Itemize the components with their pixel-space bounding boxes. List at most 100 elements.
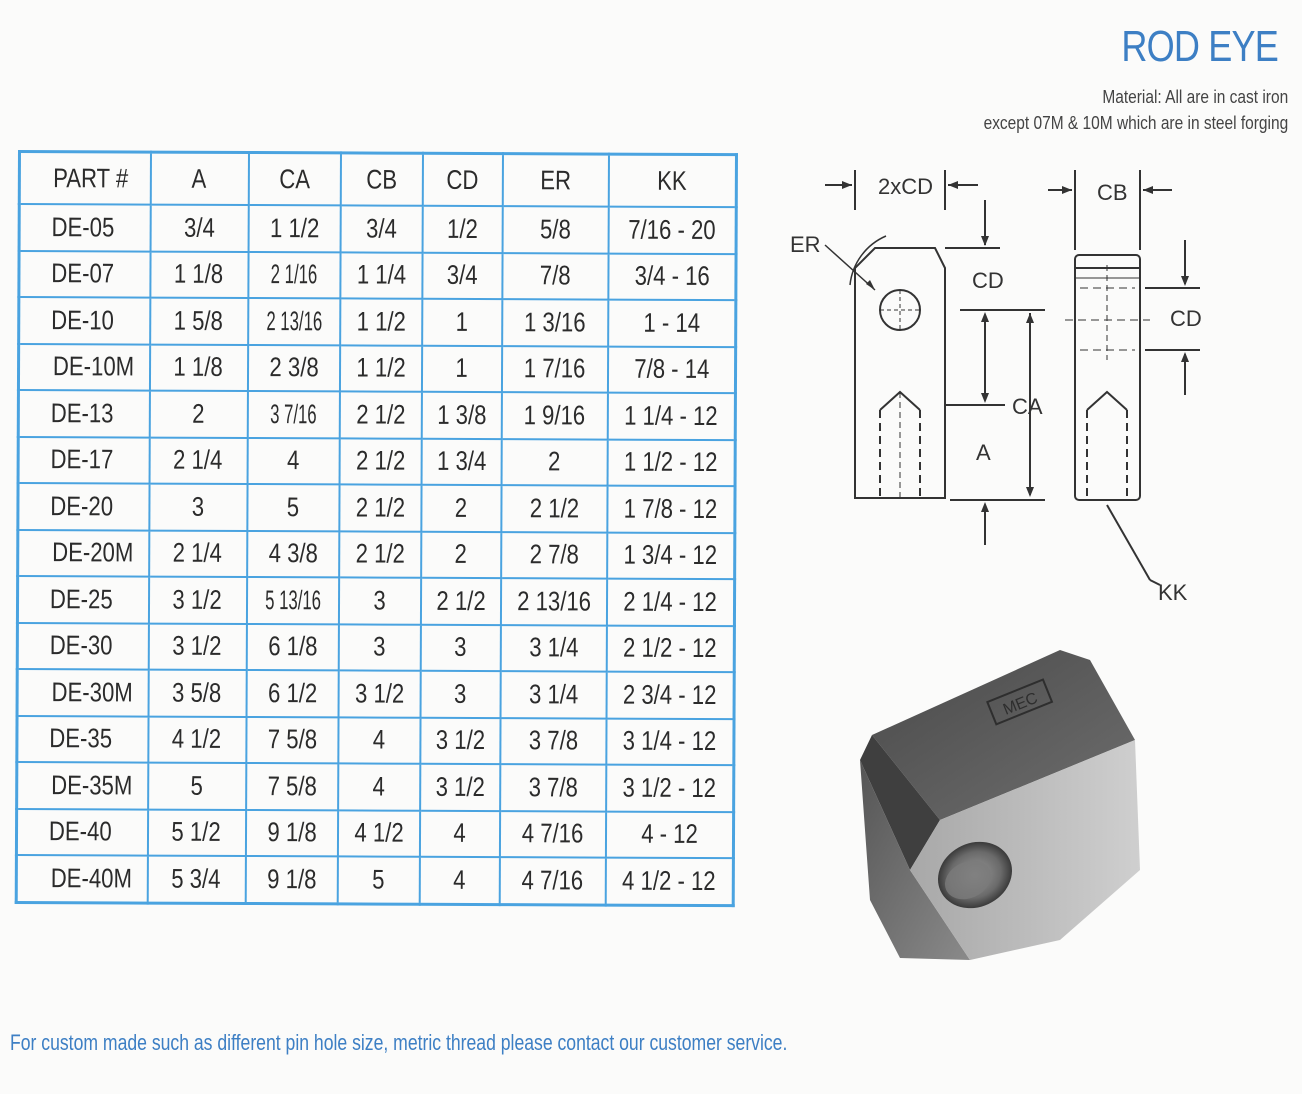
table-cell: 4 (337, 716, 421, 764)
label-cd-right: CD (1170, 306, 1202, 331)
pin-hole-inner (944, 860, 992, 900)
table-cell: 3 (338, 577, 421, 625)
table-cell: 5 (147, 762, 246, 810)
table-cell: 1 1/2 - 12 (607, 439, 736, 487)
table-cell: 3 (338, 623, 421, 671)
table-cell: 1 3/16 (501, 299, 608, 347)
table-cell: 9 1/8 (245, 809, 338, 857)
table-cell: DE-13 (18, 390, 150, 438)
table-cell: 1 3/4 - 12 (606, 532, 735, 580)
table-cell: 3 7/16 (247, 391, 340, 438)
table-cell: 3 1/2 (419, 763, 500, 811)
table-cell: 2 3/4 - 12 (606, 671, 735, 719)
table-cell: 3 1/4 (500, 624, 607, 672)
table-cell: 3 1/2 - 12 (605, 764, 734, 812)
table-cell: DE-40 (16, 808, 148, 856)
table-cell: DE-30 (17, 622, 149, 670)
table-cell: 4 (247, 437, 340, 485)
table-cell: 2 1/2 (339, 391, 422, 439)
label-2xcd: 2xCD (878, 174, 933, 199)
table-cell: 3 7/8 (499, 717, 607, 765)
table-cell: 1 (421, 298, 502, 346)
table-cell: 6 1/8 (246, 623, 339, 671)
table-cell: 1 1/8 (149, 344, 248, 392)
material-line-2: except 07M & 10M which are in steel forg… (983, 113, 1288, 133)
block-front-face (860, 760, 970, 960)
table-cell: 2 1/4 (148, 530, 247, 578)
table-cell: 2 (149, 390, 248, 438)
table-cell: 3 7/8 (499, 764, 606, 812)
table-cell: 5 3/4 (147, 855, 246, 903)
table-cell: 4 7/16 (499, 857, 606, 905)
table-cell: 4 3/8 (246, 530, 339, 578)
table-cell: 2 13/16 (247, 298, 340, 345)
table-cell: 2 3/8 (247, 344, 340, 392)
rod-eye-dimension-diagram: 2xCD CB ER CD CD CA A KK (790, 170, 1202, 605)
table-cell: 1 - 14 (607, 299, 736, 347)
table-cell: 2 1/2 (338, 530, 421, 578)
label-cb: CB (1097, 180, 1128, 205)
column-header-er: ER (502, 153, 609, 207)
rod-eye-photo: MEC (860, 650, 1140, 960)
table-cell: DE-25 (17, 576, 149, 624)
table-cell: 1 1/2 (339, 298, 422, 346)
table-cell: DE-30M (17, 669, 149, 717)
table-cell: DE-20M (17, 529, 149, 577)
table-cell: 3 (420, 624, 501, 672)
table-cell: 3 1/2 (338, 670, 421, 718)
page-title: ROD EYE (1121, 22, 1278, 71)
table-cell: 4 (419, 810, 500, 858)
table-cell: 1 3/4 (421, 438, 502, 486)
table-cell: 3 1/2 (148, 576, 247, 624)
table-cell: 2 1/16 (247, 251, 341, 299)
table-cell: 1 1/4 (339, 251, 423, 299)
table-cell: 4 1/2 (337, 809, 420, 857)
table-cell: 2 13/16 (500, 578, 607, 626)
table-cell: 4 7/16 (499, 810, 606, 858)
table-cell: DE-10M (18, 343, 150, 391)
label-er: ER (790, 232, 821, 257)
table-cell: 1 7/8 - 12 (606, 485, 736, 533)
table-cell: 2 7/8 (500, 531, 607, 579)
table-cell: DE-35 (16, 715, 149, 763)
table-header-row: PART # A CA CB CD ER KK (19, 151, 737, 208)
table-cell: 2 1/2 (500, 485, 608, 533)
table-cell: 4 1/2 (147, 716, 247, 763)
table-cell: 3/4 (340, 205, 423, 253)
table-cell: 3 1/2 (148, 623, 247, 671)
column-header-kk: KK (608, 154, 737, 208)
table-cell: 3/4 (150, 204, 249, 252)
material-note: Material: All are in cast iron except 07… (983, 84, 1288, 136)
table-cell: 5 13/16 (246, 577, 339, 624)
table-cell: 2 (420, 484, 502, 532)
label-a: A (976, 440, 991, 465)
table-cell: 2 1/2 (339, 437, 422, 485)
table-cell: DE-07 (18, 250, 151, 298)
column-header-ca: CA (248, 152, 341, 206)
table-cell: 4 (337, 763, 420, 811)
table-cell: 4 (419, 856, 500, 905)
table-cell: 2 1/4 - 12 (606, 578, 735, 626)
table-cell: 2 1/2 (338, 484, 422, 532)
arrowheads (842, 181, 1189, 512)
table-cell: DE-40M (16, 854, 148, 903)
table-cell: 3 (420, 670, 501, 718)
table-cell: 2 1/2 - 12 (606, 625, 735, 673)
label-kk: KK (1158, 580, 1188, 605)
table-cell: 5 (246, 484, 340, 531)
table-cell: 3 1/4 (500, 671, 607, 719)
